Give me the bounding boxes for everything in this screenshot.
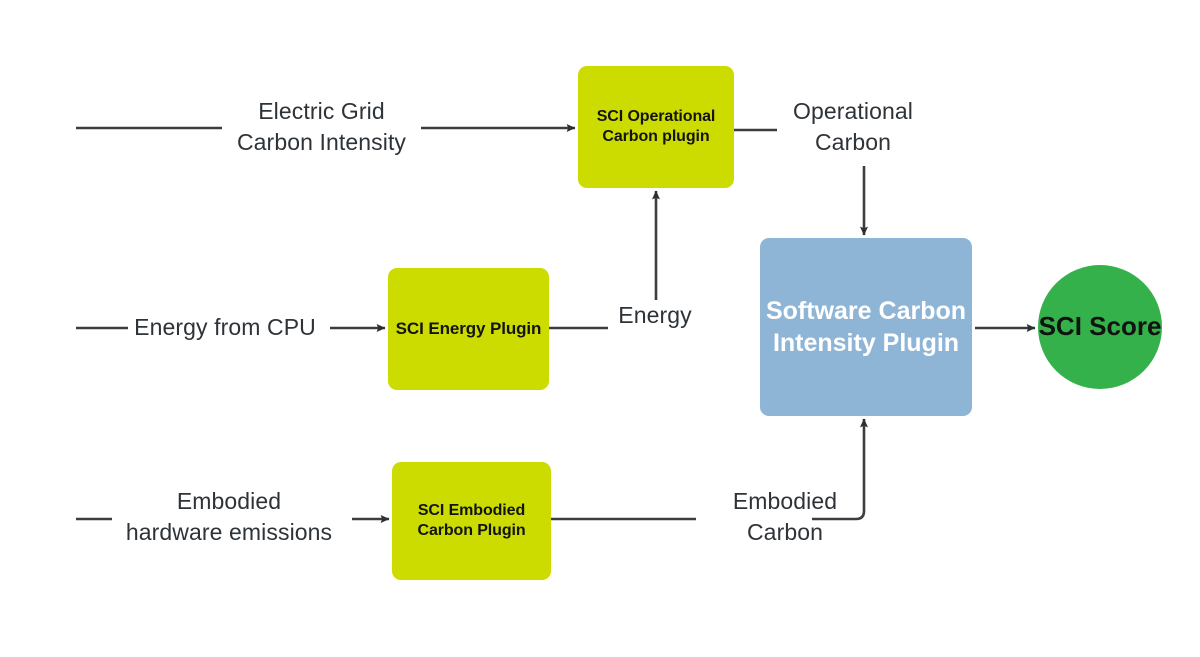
node-sci-operational-carbon-plugin[interactable]: SCI Operational Carbon plugin bbox=[578, 66, 734, 188]
edge-label-electric-grid-carbon-intensity: Electric Grid Carbon Intensity bbox=[236, 98, 407, 155]
edge-label-energy: Energy bbox=[618, 302, 692, 328]
node-label: SCI Energy Plugin bbox=[395, 319, 542, 339]
node-label: SCI Score bbox=[1038, 311, 1162, 342]
edge-label-energy-from-cpu: Energy from CPU bbox=[134, 314, 316, 340]
edge-label-operational-carbon: Operational Carbon bbox=[792, 98, 913, 155]
node-sci-score[interactable]: SCI Score bbox=[1038, 265, 1162, 389]
node-sci-energy-plugin[interactable]: SCI Energy Plugin bbox=[388, 268, 549, 390]
node-label: SCI Embodied Carbon Plugin bbox=[417, 501, 526, 539]
edge-label-embodied-carbon: Embodied Carbon bbox=[732, 488, 838, 545]
node-sci-embodied-carbon-plugin[interactable]: SCI Embodied Carbon Plugin bbox=[392, 462, 551, 580]
node-label: SCI Operational Carbon plugin bbox=[596, 107, 716, 145]
node-label: Software Carbon Intensity Plugin bbox=[765, 296, 967, 358]
edge-label-embodied-hardware-emissions: Embodied hardware emissions bbox=[125, 488, 333, 545]
node-software-carbon-intensity-plugin[interactable]: Software Carbon Intensity Plugin bbox=[760, 238, 972, 416]
